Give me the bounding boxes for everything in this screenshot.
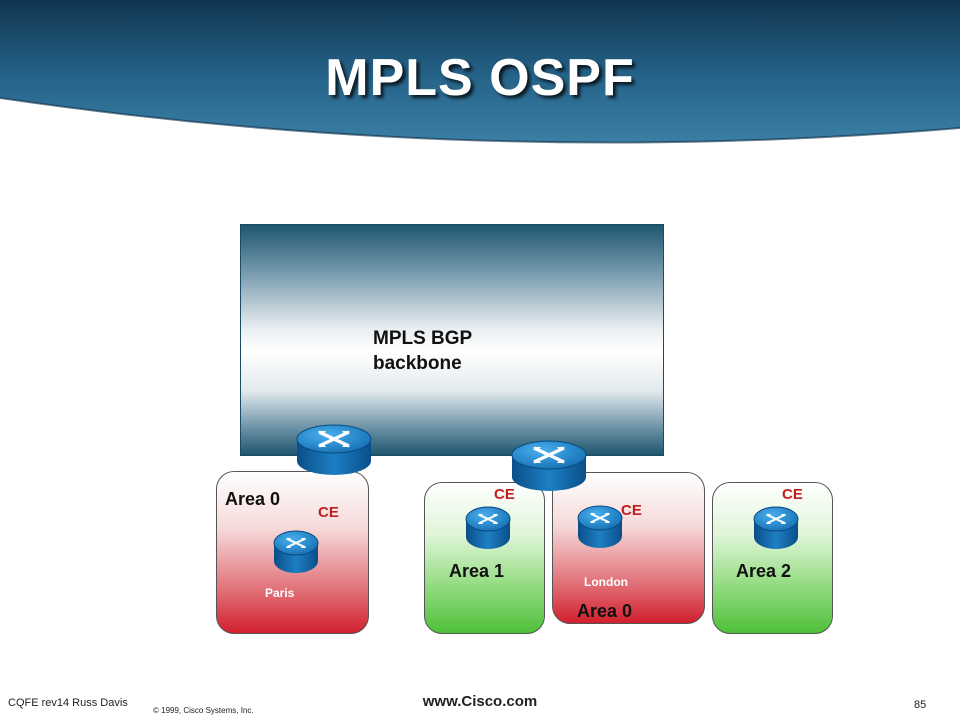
page-title: MPLS OSPF <box>325 49 635 107</box>
ce-router-paris-icon <box>272 527 320 577</box>
london-area-label: Area 0 <box>577 601 633 621</box>
paris-ce-label: CE <box>318 504 339 521</box>
footer-url[interactable]: www.Cisco.com <box>422 693 538 710</box>
london-ce-label: CE <box>621 502 642 519</box>
backbone-label: MPLS BGP backbone <box>373 326 472 376</box>
paris-area-label: Area 0 <box>225 489 281 509</box>
paris-city-label: Paris <box>265 586 295 600</box>
footer-copyright: © 1999, Cisco Systems, Inc. <box>153 706 254 715</box>
area1-label: Area 1 <box>449 561 505 581</box>
london-city-label: London <box>584 575 628 589</box>
title-banner <box>0 0 960 144</box>
area2-label: Area 2 <box>736 561 792 581</box>
ce-router-area1-icon <box>464 503 512 553</box>
backbone-label-line1: MPLS BGP <box>373 328 473 349</box>
ce-router-area2-icon <box>752 503 800 553</box>
area2-ce-label: CE <box>782 486 803 503</box>
ce-router-london-icon <box>576 502 624 552</box>
site-london <box>552 472 705 624</box>
backbone-label-line2: backbone <box>373 353 462 374</box>
footer-page-number: 85 <box>914 699 927 711</box>
area1-ce-label: CE <box>494 486 515 503</box>
pe-router-right-icon <box>510 439 588 493</box>
mpls-backbone-box <box>240 224 664 456</box>
pe-router-left-icon <box>295 423 373 477</box>
footer-course-label: CQFE rev14 Russ Davis <box>8 697 128 709</box>
